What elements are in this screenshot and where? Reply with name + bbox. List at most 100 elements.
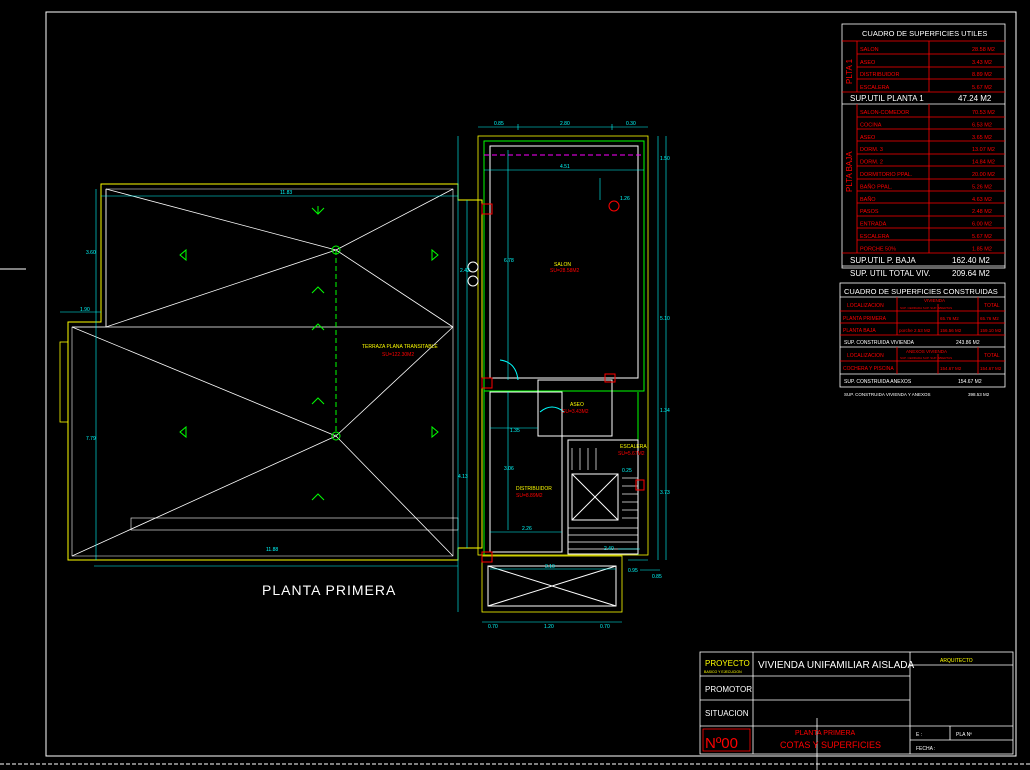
plan-title-2: COTAS Y SUPERFICIES bbox=[780, 740, 881, 750]
title-block bbox=[699, 651, 1014, 770]
salon-label: SALON bbox=[554, 262, 571, 268]
built-row-name: PLANTA BAJA bbox=[843, 328, 876, 334]
anexos-row-name: COCHERA Y PISCINA bbox=[843, 366, 894, 372]
built-row-b: 65.76 M2 bbox=[940, 316, 959, 321]
useful-row-value: 5.26 M2 bbox=[972, 184, 992, 190]
col-sub: SUP. CERRADA SUP. SUP. ABIERTAS bbox=[900, 306, 952, 310]
sum-viv-value: 243.86 M2 bbox=[956, 340, 980, 346]
terrace-label: TERRAZA PLANA TRANSITABLE bbox=[362, 344, 438, 350]
built-row-b: 156.56 M2 bbox=[940, 328, 962, 333]
dim-right-c: 1.34 bbox=[660, 408, 670, 414]
useful-row-value: 2.48 M2 bbox=[972, 209, 992, 215]
dim-door-a: 1.26 bbox=[620, 196, 630, 202]
useful-row-name: ENTRADA bbox=[860, 222, 887, 228]
sheet-frame bbox=[45, 11, 1017, 757]
col-total: TOTAL bbox=[984, 303, 1000, 309]
room-labels: TERRAZA PLANA TRANSITABLE SU=122.30M2 SA… bbox=[362, 262, 647, 499]
dim-right-b: 5.10 bbox=[660, 316, 670, 322]
useful-row-value: 14.84 M2 bbox=[972, 160, 995, 166]
useful-row-value: 6.53 M2 bbox=[972, 122, 992, 128]
built-row-name: PLANTA PRIMERA bbox=[843, 316, 887, 322]
anexos-row-total: 154.67 M2 bbox=[980, 366, 1002, 371]
escala-label: E : bbox=[916, 732, 922, 738]
plano-label: PLA Nº bbox=[956, 732, 972, 738]
useful-row-value: 5.67 M2 bbox=[972, 85, 992, 91]
proyecto-value: VIVIENDA UNIFAMILIAR AISLADA bbox=[758, 660, 914, 671]
terrace-area: SU=122.30M2 bbox=[382, 352, 414, 358]
terrace-outline bbox=[59, 183, 483, 561]
built-surfaces-table bbox=[839, 282, 1006, 388]
total-value: 209.64 M2 bbox=[952, 269, 990, 278]
group2-label: PLTA BAJA bbox=[845, 151, 854, 192]
useful-row-name: BAÑO bbox=[860, 196, 876, 203]
plan-title: PLANTA PRIMERA bbox=[262, 582, 396, 598]
col-viv: VIVIENDA bbox=[924, 298, 945, 303]
dim-small-c: 0.85 bbox=[652, 574, 662, 580]
sum2-value: 162.40 M2 bbox=[952, 256, 990, 265]
dim-small-b: 0.95 bbox=[628, 568, 638, 574]
structural-columns bbox=[467, 200, 645, 563]
sum2-label: SUP.UTIL P. BAJA bbox=[850, 256, 916, 265]
built-table-rows: PLANTA PRIMERA 65.76 M2 65.76 M2 PLANTA BAJ… bbox=[843, 316, 1002, 334]
useful-row-name: ASEO bbox=[860, 60, 876, 66]
sum1-value: 47.24 M2 bbox=[958, 94, 992, 103]
escalera-area: SU=5.67M2 bbox=[618, 451, 645, 457]
dim-side-a: 2.42 bbox=[460, 268, 470, 274]
useful-row-value: 6.00 M2 bbox=[972, 222, 992, 228]
useful-row-value: 3.43 M2 bbox=[972, 60, 992, 66]
built-table-header: CUADRO DE SUPERFICIES CONSTRUIDAS bbox=[844, 287, 998, 296]
dim-top-a: 0.85 bbox=[494, 121, 504, 127]
dim-bottom-w: 11.88 bbox=[266, 547, 278, 553]
col-anexos: ANEXOS VIVIENDA bbox=[906, 349, 947, 354]
stair-steps bbox=[568, 448, 638, 550]
dim-left-w: 11.83 bbox=[280, 190, 292, 196]
useful-row-name: PASOS bbox=[860, 209, 879, 215]
useful-surfaces-table bbox=[841, 23, 1006, 269]
group1-label: PLTA 1 bbox=[845, 58, 854, 84]
dim-inner-w: 4.51 bbox=[560, 164, 570, 170]
fecha-label: FECHA : bbox=[916, 746, 935, 752]
aseo-label: ASEO bbox=[570, 402, 584, 408]
distribuidor-label: DISTRIBUIDOR bbox=[516, 486, 552, 492]
situacion-label: SITUACION bbox=[705, 709, 749, 718]
dim-left-top: 3.60 bbox=[86, 250, 96, 256]
col-loc-anexos: LOCALIZACION bbox=[847, 353, 884, 359]
sum1-label: SUP.UTIL PLANTA 1 bbox=[850, 94, 924, 103]
plan-title-1: PLANTA PRIMERA bbox=[795, 730, 855, 737]
built-row-total: 65.76 M2 bbox=[980, 316, 999, 321]
useful-row-value: 8.89 M2 bbox=[972, 72, 992, 78]
dim-dist-w: 2.26 bbox=[522, 526, 532, 532]
useful-row-name: DORM. 3 bbox=[860, 147, 883, 153]
useful-row-name: SALON-COMEDOR bbox=[860, 110, 909, 116]
grand-value: 398.53 M2 bbox=[968, 392, 990, 397]
useful-row-name: DORM. 2 bbox=[860, 160, 883, 166]
useful-row-name: ESCALERA bbox=[860, 85, 890, 91]
useful-row-name: ESCALERA bbox=[860, 234, 890, 240]
useful-row-value: 1.85 M2 bbox=[972, 246, 992, 252]
dim-bot-c: 0.70 bbox=[600, 624, 610, 630]
useful-row-name: ASEO bbox=[860, 135, 876, 141]
dim-vert-salon: 6.78 bbox=[504, 258, 514, 264]
useful-row-value: 4.63 M2 bbox=[972, 197, 992, 203]
useful-table-header: CUADRO DE SUPERFICIES UTILES bbox=[862, 29, 987, 38]
useful-row-value: 3.65 M2 bbox=[972, 135, 992, 141]
plan-number: Nº00 bbox=[705, 735, 738, 752]
distribuidor-area: SU=8.89M2 bbox=[516, 493, 543, 499]
useful-row-name: DISTRIBUIDOR bbox=[860, 72, 899, 78]
built-row-total: 159.10 M2 bbox=[980, 328, 1002, 333]
col-loc: LOCALIZACION bbox=[847, 303, 884, 309]
useful-row-name: COCINA bbox=[860, 122, 882, 128]
anexos-row-b: 154.67 M2 bbox=[940, 366, 962, 371]
proyecto-label: PROYECTO bbox=[705, 659, 750, 668]
dim-bot-b: 1.20 bbox=[544, 624, 554, 630]
dim-top-b: 2.80 bbox=[560, 121, 570, 127]
grand-label: SUP. CONSTRUIDA VIVIENDA Y ANEXOS bbox=[844, 392, 931, 397]
dim-aseo-w: 1.35 bbox=[510, 428, 520, 434]
useful-row-name: DORMITORIO PPAL. bbox=[860, 172, 913, 178]
built-row-a: porche 2.53 M2 bbox=[899, 328, 931, 333]
sum-anexos-value: 154.67 M2 bbox=[958, 379, 982, 385]
useful-row-name: SALON bbox=[860, 47, 879, 53]
proyecto-sub: BASICO Y EJECUCION bbox=[704, 670, 742, 674]
